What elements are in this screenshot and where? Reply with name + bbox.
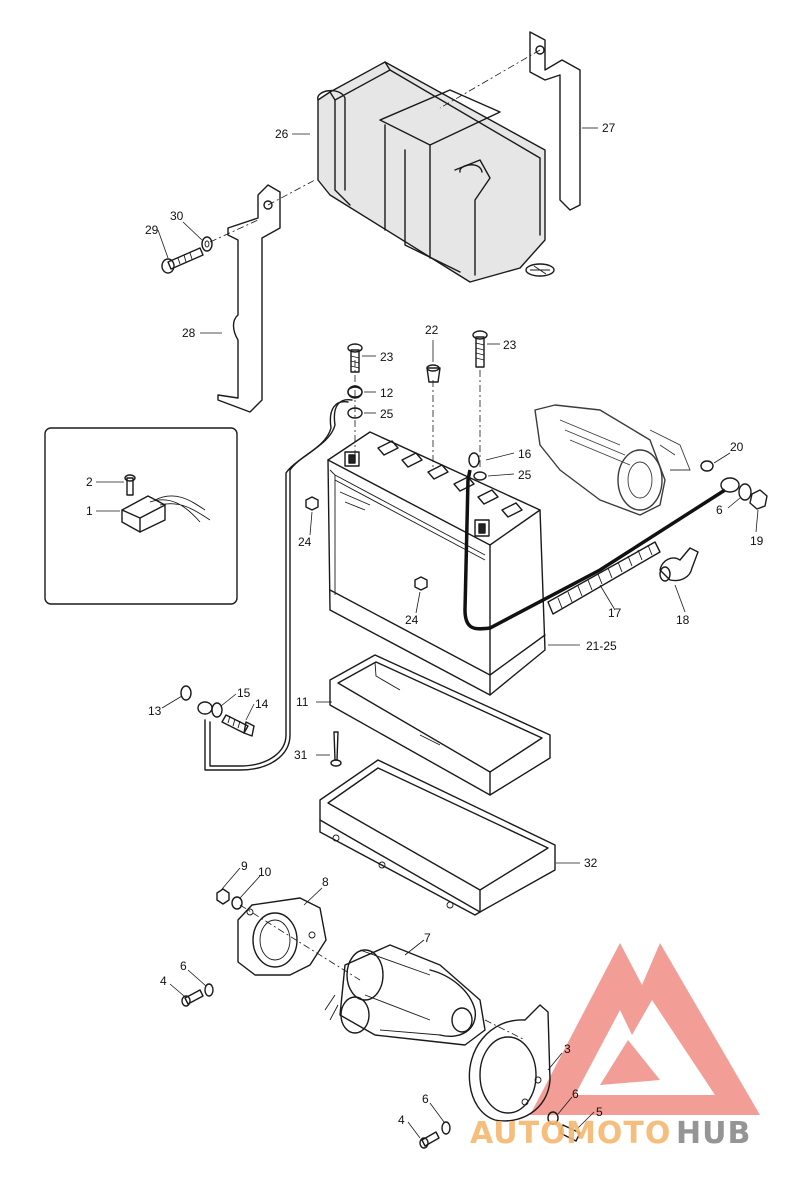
nut-24-left bbox=[305, 496, 319, 511]
callout-16: 16 bbox=[518, 447, 532, 461]
callout-22: 22 bbox=[425, 323, 439, 337]
washer-6-lower bbox=[441, 1121, 451, 1135]
callout-13: 13 bbox=[148, 704, 162, 718]
watermark-text-auto: AUTO bbox=[470, 1116, 567, 1151]
callout-30: 30 bbox=[170, 209, 184, 223]
callout-29: 29 bbox=[145, 223, 159, 237]
starter-top bbox=[534, 404, 691, 516]
callout-12: 12 bbox=[380, 386, 394, 400]
battery-cover bbox=[317, 61, 555, 283]
inset-box bbox=[44, 427, 238, 605]
callout-18: 18 bbox=[676, 613, 690, 627]
callout-32: 32 bbox=[584, 856, 598, 870]
washer-6-top bbox=[738, 483, 752, 501]
watermark-text: AUTO MOTO HUB bbox=[470, 1116, 751, 1151]
callout-17: 17 bbox=[608, 606, 622, 620]
starter-motor-7 bbox=[239, 904, 526, 1046]
boot-18 bbox=[659, 547, 699, 582]
tray-32 bbox=[319, 759, 556, 916]
callout-5: 5 bbox=[596, 1105, 603, 1119]
callout-15: 15 bbox=[237, 686, 251, 700]
washer-15 bbox=[211, 702, 223, 718]
callout-6-top: 6 bbox=[716, 503, 723, 517]
bolt-23-right bbox=[472, 330, 488, 368]
nut-9 bbox=[216, 888, 230, 905]
callout-26: 26 bbox=[275, 127, 289, 141]
vent-22 bbox=[426, 364, 441, 383]
bolt-23-left bbox=[347, 343, 363, 373]
callout-6-right: 6 bbox=[572, 1087, 579, 1101]
callout-25-right: 25 bbox=[518, 468, 532, 482]
plate-8 bbox=[237, 897, 327, 976]
washer-20 bbox=[700, 460, 714, 472]
tray-11 bbox=[329, 654, 551, 796]
watermark-text-hub: HUB bbox=[676, 1116, 751, 1151]
callout-3: 3 bbox=[564, 1042, 571, 1056]
callout-24-left: 24 bbox=[298, 535, 312, 549]
callout-9: 9 bbox=[241, 859, 248, 873]
bolt-4-lower bbox=[419, 1131, 440, 1149]
callout-7: 7 bbox=[424, 931, 431, 945]
washer-6-right bbox=[547, 1111, 559, 1125]
washer-12 bbox=[347, 386, 363, 398]
nut-19 bbox=[749, 489, 768, 510]
bolt-5 bbox=[559, 1124, 581, 1142]
watermark-logo bbox=[530, 943, 760, 1115]
bracket-28 bbox=[217, 179, 316, 413]
battery bbox=[327, 360, 546, 696]
callout-23-left: 23 bbox=[380, 350, 394, 364]
leader-lines bbox=[96, 127, 759, 1139]
callout-2: 2 bbox=[86, 475, 93, 489]
washer-25-right bbox=[473, 471, 487, 481]
callout-1: 1 bbox=[86, 504, 93, 518]
washer-30 bbox=[201, 219, 259, 252]
callout-10: 10 bbox=[258, 865, 272, 879]
callout-11: 11 bbox=[296, 695, 309, 709]
callout-6-upper: 6 bbox=[180, 959, 187, 973]
callout-21-25: 21-25 bbox=[586, 639, 617, 653]
callout-14: 14 bbox=[255, 697, 269, 711]
positive-cable bbox=[463, 452, 740, 631]
washer-6-upper bbox=[204, 983, 214, 997]
callout-24-right: 24 bbox=[405, 613, 419, 627]
nut-24-right bbox=[414, 576, 428, 591]
callout-20: 20 bbox=[730, 440, 744, 454]
callout-25-left: 25 bbox=[380, 407, 394, 421]
gasket-3 bbox=[468, 1004, 551, 1122]
callout-labels: 26 27 29 30 28 22 23 23 12 25 16 25 20 6… bbox=[86, 121, 764, 1127]
callout-27: 27 bbox=[602, 121, 616, 135]
rivet-31 bbox=[330, 731, 342, 767]
watermark-text-moto: MOTO bbox=[566, 1116, 671, 1151]
sleeve-17 bbox=[547, 541, 661, 615]
lockwasher-13 bbox=[180, 685, 192, 701]
callout-23-right: 23 bbox=[503, 338, 517, 352]
washer-10 bbox=[231, 896, 243, 910]
bolt-4-upper bbox=[181, 989, 204, 1007]
callout-28: 28 bbox=[182, 326, 196, 340]
screw-29 bbox=[161, 247, 204, 274]
callout-4-upper: 4 bbox=[160, 974, 167, 988]
washer-25-left bbox=[347, 407, 363, 419]
callout-4-lower: 4 bbox=[398, 1113, 405, 1127]
callout-6-lower: 6 bbox=[422, 1092, 429, 1106]
bolt-14 bbox=[221, 714, 255, 737]
bracket-27 bbox=[439, 31, 581, 211]
callout-8: 8 bbox=[322, 875, 329, 889]
callout-31: 31 bbox=[294, 748, 308, 762]
callout-19: 19 bbox=[750, 534, 764, 548]
ground-cable bbox=[197, 385, 363, 771]
